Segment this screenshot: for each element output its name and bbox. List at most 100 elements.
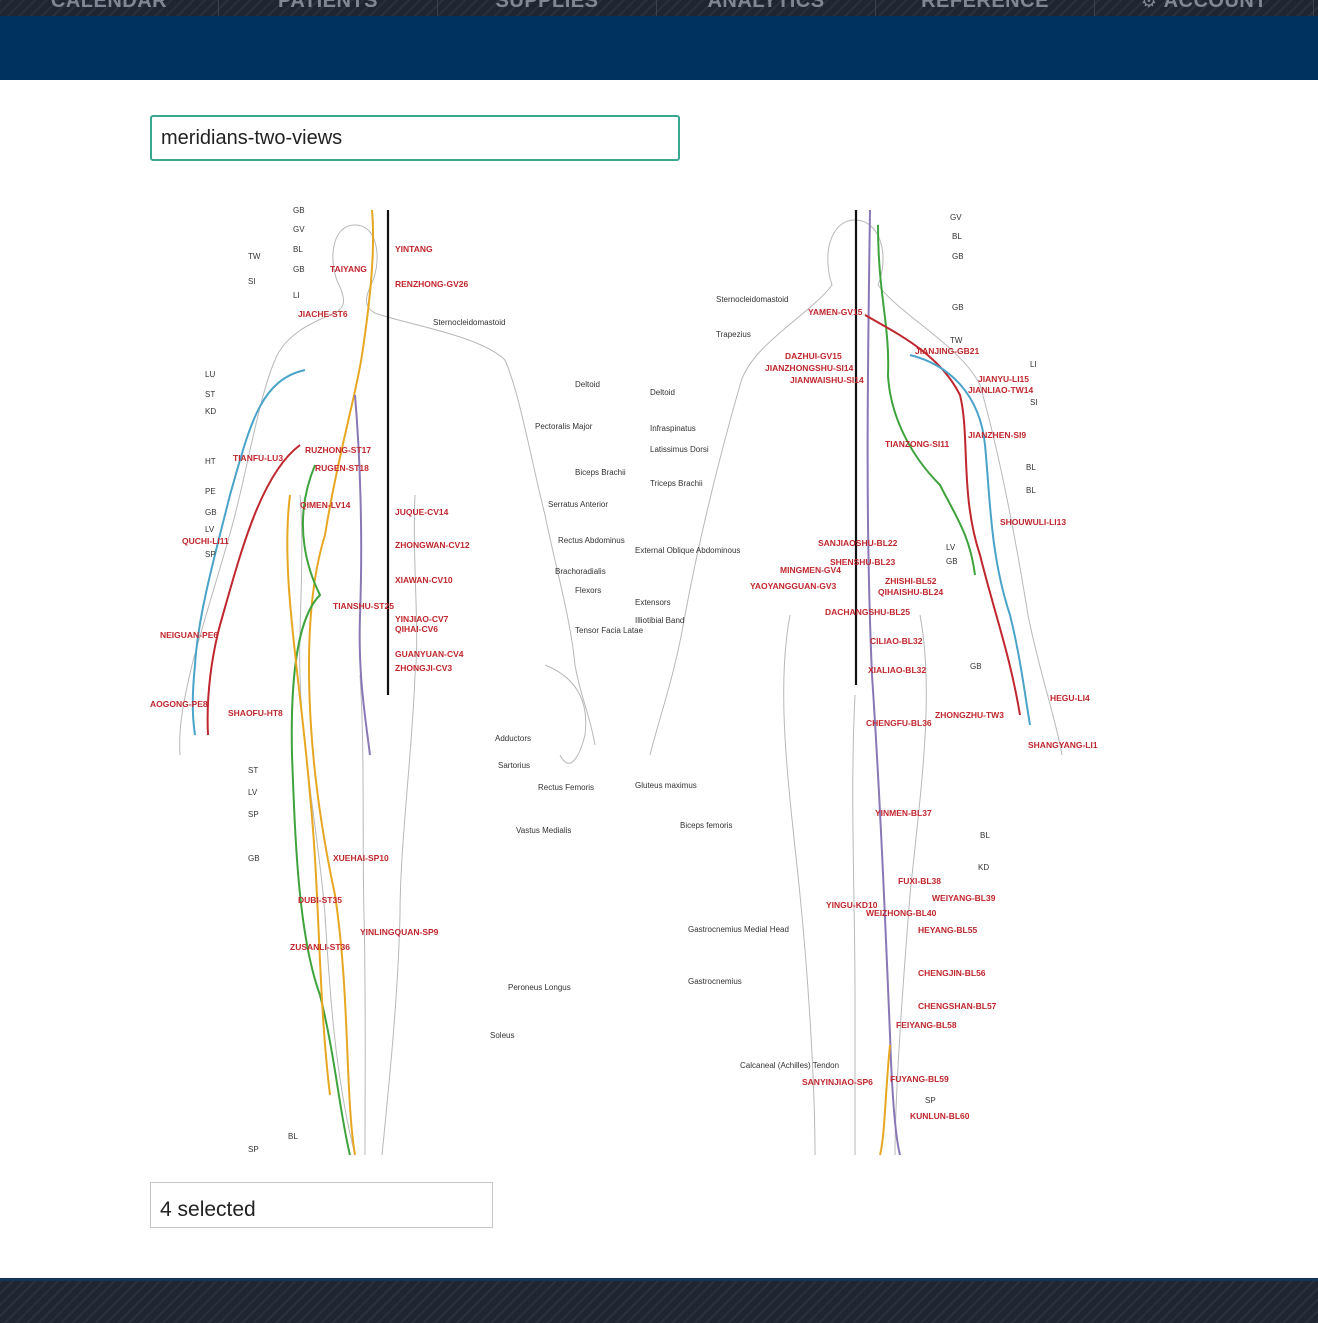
svg-text:ZHONGZHU-TW3: ZHONGZHU-TW3 — [935, 710, 1004, 720]
svg-text:Infraspinatus: Infraspinatus — [650, 424, 696, 433]
svg-text:DACHANGSHU-BL25: DACHANGSHU-BL25 — [825, 607, 910, 617]
svg-text:SHOUWULI-LI13: SHOUWULI-LI13 — [1000, 517, 1066, 527]
diagram-title-input[interactable] — [150, 115, 680, 161]
svg-text:CILIAO-BL32: CILIAO-BL32 — [870, 636, 923, 646]
nav-analytics[interactable]: ANALYTICS — [657, 0, 876, 16]
svg-text:JUQUE-CV14: JUQUE-CV14 — [395, 507, 449, 517]
nav-label: SUPPLIES — [495, 0, 599, 12]
svg-text:SHAOFU-HT8: SHAOFU-HT8 — [228, 708, 283, 718]
svg-text:SHANGYANG-LI1: SHANGYANG-LI1 — [1028, 740, 1098, 750]
svg-text:ST: ST — [248, 766, 258, 775]
nav-calendar[interactable]: CALENDAR — [0, 0, 219, 16]
svg-text:Adductors: Adductors — [495, 734, 531, 743]
svg-text:YINTANG: YINTANG — [395, 244, 433, 254]
front-meridians — [191, 209, 390, 1156]
svg-text:SI: SI — [248, 277, 256, 286]
svg-text:Biceps Brachii: Biceps Brachii — [575, 468, 626, 477]
nav-label: ANALYTICS — [707, 0, 825, 12]
svg-text:PE: PE — [205, 487, 216, 496]
svg-text:JIANYU-LI15: JIANYU-LI15 — [978, 374, 1029, 384]
svg-text:Deltoid: Deltoid — [650, 388, 675, 397]
nav-reference[interactable]: REFERENCE — [876, 0, 1095, 16]
svg-text:KUNLUN-BL60: KUNLUN-BL60 — [910, 1111, 970, 1121]
svg-text:GB: GB — [970, 662, 982, 671]
svg-text:XUEHAI-SP10: XUEHAI-SP10 — [333, 853, 389, 863]
svg-text:YINLINGQUAN-SP9: YINLINGQUAN-SP9 — [360, 927, 439, 937]
svg-text:JIANZHONGSHU-SI14: JIANZHONGSHU-SI14 — [765, 363, 854, 373]
svg-text:YINJIAO-CV7: YINJIAO-CV7 — [395, 614, 449, 624]
back-meridians — [854, 209, 1031, 1156]
svg-text:BL: BL — [1026, 486, 1036, 495]
svg-text:FUXI-BL38: FUXI-BL38 — [898, 876, 941, 886]
svg-text:JIANWAISHU-SI14: JIANWAISHU-SI14 — [790, 375, 864, 385]
svg-text:GB: GB — [952, 303, 964, 312]
svg-text:MINGMEN-GV4: MINGMEN-GV4 — [780, 565, 841, 575]
svg-text:HEGU-LI4: HEGU-LI4 — [1050, 693, 1090, 703]
svg-text:QUCHI-LI11: QUCHI-LI11 — [182, 536, 229, 546]
svg-text:BL: BL — [288, 1132, 298, 1141]
svg-text:QIMEN-LV14: QIMEN-LV14 — [300, 500, 351, 510]
svg-text:SP: SP — [248, 1145, 259, 1154]
gear-icon: ⚙ — [1140, 0, 1158, 11]
svg-text:TW: TW — [248, 252, 261, 261]
svg-text:BL: BL — [1026, 463, 1036, 472]
svg-text:CHENGSHAN-BL57: CHENGSHAN-BL57 — [918, 1001, 997, 1011]
front-muscle-labels: Sternocleidomastoid Deltoid Pectoralis M… — [433, 318, 644, 1040]
nav-patients[interactable]: PATIENTS — [219, 0, 438, 16]
nav-label: REFERENCE — [921, 0, 1049, 12]
nav-supplies[interactable]: SUPPLIES — [438, 0, 657, 16]
svg-text:SANYINJIAO-SP6: SANYINJIAO-SP6 — [802, 1077, 873, 1087]
svg-text:QIHAISHU-BL24: QIHAISHU-BL24 — [878, 587, 943, 597]
back-point-labels: YAMEN-GV15 DAZHUI-GV15 JIANZHONGSHU-SI14… — [750, 307, 1098, 1121]
svg-text:JIACHE-ST6: JIACHE-ST6 — [298, 309, 348, 319]
svg-text:SP: SP — [925, 1096, 936, 1105]
back-muscle-labels: Sternocleidomastoid Trapezius Deltoid In… — [635, 295, 839, 1070]
svg-text:SANJIAOSHU-BL22: SANJIAOSHU-BL22 — [818, 538, 898, 548]
svg-text:Tensor Facia Latae: Tensor Facia Latae — [575, 626, 644, 635]
svg-text:LV: LV — [946, 543, 956, 552]
svg-text:Triceps Brachii: Triceps Brachii — [650, 479, 703, 488]
svg-text:FEIYANG-BL58: FEIYANG-BL58 — [896, 1020, 957, 1030]
front-meridian-labels: GB GV BL TW GB SI LI LU ST KD HT PE GB L… — [205, 206, 305, 1154]
svg-text:Illiotibial Band: Illiotibial Band — [635, 616, 684, 625]
svg-text:SP: SP — [248, 810, 259, 819]
svg-text:Extensors: Extensors — [635, 598, 671, 607]
svg-text:Sartorius: Sartorius — [498, 761, 530, 770]
svg-text:Brachoradialis: Brachoradialis — [555, 567, 606, 576]
svg-text:ZHONGJI-CV3: ZHONGJI-CV3 — [395, 663, 452, 673]
svg-text:DAZHUI-GV15: DAZHUI-GV15 — [785, 351, 842, 361]
svg-text:CHENGFU-BL36: CHENGFU-BL36 — [866, 718, 932, 728]
svg-text:Serratus Anterior: Serratus Anterior — [548, 500, 608, 509]
selection-count-dropdown[interactable]: 4 selected — [150, 1182, 493, 1228]
header-band — [0, 16, 1318, 80]
svg-text:LV: LV — [248, 788, 258, 797]
svg-text:KD: KD — [205, 407, 216, 416]
svg-text:ZUSANLI-ST36: ZUSANLI-ST36 — [290, 942, 350, 952]
svg-text:Gastrocnemius Medial Head: Gastrocnemius Medial Head — [688, 925, 789, 934]
svg-text:HT: HT — [205, 457, 216, 466]
svg-text:GV: GV — [293, 225, 305, 234]
svg-text:SHENSHU-BL23: SHENSHU-BL23 — [830, 557, 895, 567]
svg-text:External Oblique Abdominous: External Oblique Abdominous — [635, 546, 740, 555]
svg-text:YINMEN-BL37: YINMEN-BL37 — [875, 808, 932, 818]
svg-text:RUZHONG-ST17: RUZHONG-ST17 — [305, 445, 371, 455]
svg-text:BL: BL — [952, 232, 962, 241]
svg-text:GB: GB — [205, 508, 217, 517]
svg-text:Pectoralis Major: Pectoralis Major — [535, 422, 593, 431]
svg-text:FUYANG-BL59: FUYANG-BL59 — [890, 1074, 949, 1084]
svg-text:Rectus Femoris: Rectus Femoris — [538, 783, 594, 792]
svg-text:Rectus Abdominus: Rectus Abdominus — [558, 536, 625, 545]
svg-text:AOGONG-PE8: AOGONG-PE8 — [150, 699, 208, 709]
meridian-diagram: GB GV BL TW GB SI LI LU ST KD HT PE GB L… — [150, 195, 1110, 1170]
svg-text:Biceps femoris: Biceps femoris — [680, 821, 732, 830]
svg-text:ZHONGWAN-CV12: ZHONGWAN-CV12 — [395, 540, 470, 550]
back-view: GV BL GB GB TW LI SI BL BL LV GB GB BL K… — [635, 209, 1098, 1156]
svg-text:TW: TW — [950, 336, 963, 345]
svg-text:Peroneus Longus: Peroneus Longus — [508, 983, 571, 992]
svg-text:GUANYUAN-CV4: GUANYUAN-CV4 — [395, 649, 464, 659]
svg-text:LU: LU — [205, 370, 215, 379]
nav-account[interactable]: ⚙ACCOUNT — [1095, 0, 1314, 16]
svg-text:GB: GB — [952, 252, 964, 261]
back-body-outline — [649, 219, 1063, 1156]
svg-text:DUBI-ST35: DUBI-ST35 — [298, 895, 342, 905]
